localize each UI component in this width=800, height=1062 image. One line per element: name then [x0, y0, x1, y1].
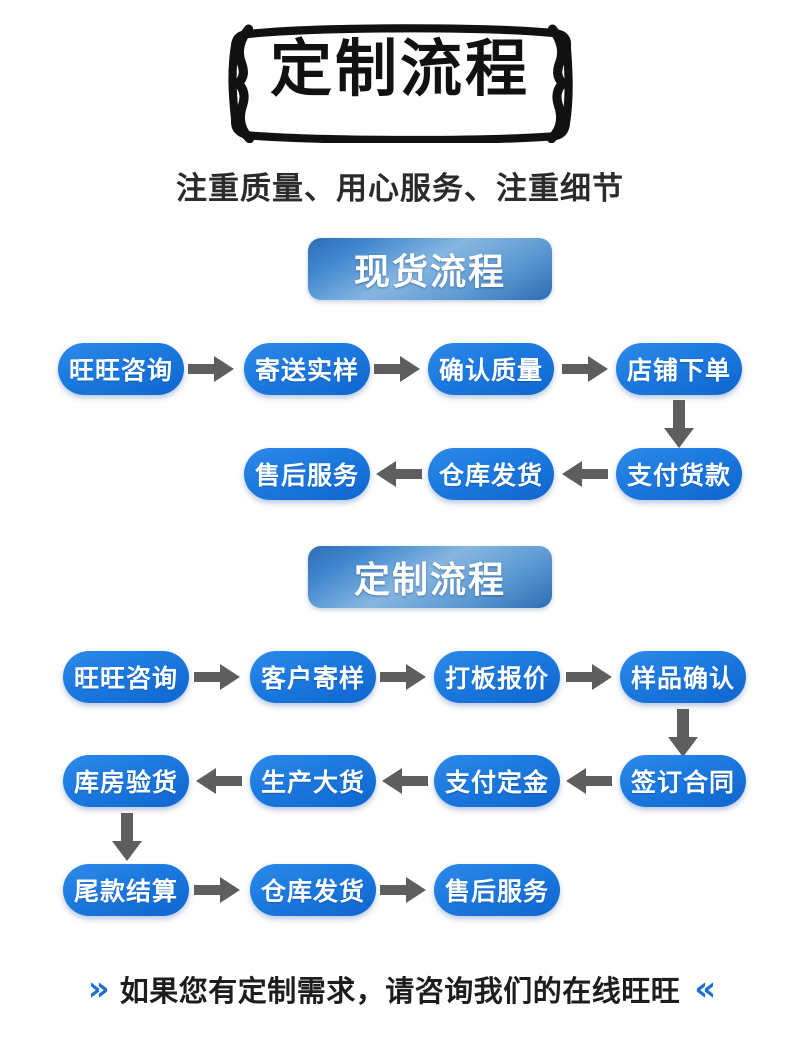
arrow-right-icon: [374, 356, 420, 382]
step-label: 客户寄样: [260, 664, 365, 693]
footer-text: 如果您有定制需求，请咨询我们的在线旺旺: [119, 974, 681, 1008]
step-label: 库房验货: [73, 768, 178, 797]
step-custom-10[interactable]: 仓库发货: [250, 864, 376, 916]
arrow-down-icon: [664, 400, 694, 448]
arrow-right-icon: [380, 877, 426, 903]
step-label: 支付货款: [626, 461, 731, 490]
section-header-spot: 现货流程: [308, 238, 552, 300]
arrow-down-icon: [112, 813, 142, 861]
step-label: 尾款结算: [73, 877, 178, 906]
arrow-right-icon: [380, 664, 426, 690]
step-custom-7[interactable]: 生产大货: [250, 755, 376, 807]
step-spot-5[interactable]: 支付货款: [616, 448, 742, 500]
step-custom-2[interactable]: 客户寄样: [250, 651, 376, 703]
step-custom-5[interactable]: 签订合同: [620, 755, 746, 807]
arrow-left-icon: [376, 461, 422, 487]
arrow-right-icon: [566, 664, 612, 690]
step-label: 打板报价: [444, 664, 549, 693]
step-spot-7[interactable]: 售后服务: [244, 448, 370, 500]
step-label: 支付定金: [444, 768, 549, 797]
arrow-left-icon: [382, 768, 428, 794]
page-title-frame: 定制流程: [226, 24, 574, 143]
step-label: 旺旺咨询: [73, 664, 178, 693]
page-subtitle: 注重质量、用心服务、注重细节: [176, 171, 624, 207]
section-header-custom: 定制流程: [308, 546, 552, 608]
arrow-left-icon: [566, 768, 612, 794]
step-spot-3[interactable]: 确认质量: [428, 343, 554, 395]
section-header-custom-label: 定制流程: [353, 560, 506, 601]
chevron-left-double-icon: «: [694, 969, 716, 1009]
step-label: 店铺下单: [626, 356, 731, 385]
page-title: 定制流程: [269, 32, 530, 105]
arrow-right-icon: [188, 356, 234, 382]
step-custom-9[interactable]: 尾款结算: [63, 864, 189, 916]
step-custom-8[interactable]: 库房验货: [63, 755, 189, 807]
page-title-area: 定制流程: [0, 24, 800, 143]
step-spot-6[interactable]: 仓库发货: [428, 448, 554, 500]
step-label: 仓库发货: [260, 877, 365, 906]
arrow-right-icon: [194, 664, 240, 690]
arrow-left-icon: [562, 461, 608, 487]
hand-drawn-border-icon: [228, 24, 573, 143]
chevron-right-double-icon: »: [87, 969, 110, 1009]
step-label: 售后服务: [444, 877, 549, 906]
step-label: 寄送实样: [254, 356, 359, 385]
step-custom-11[interactable]: 售后服务: [434, 864, 560, 916]
step-spot-2[interactable]: 寄送实样: [244, 343, 370, 395]
step-label: 生产大货: [260, 768, 365, 797]
step-label: 样品确认: [630, 664, 735, 693]
step-spot-1[interactable]: 旺旺咨询: [58, 343, 184, 395]
arrow-left-icon: [196, 768, 242, 794]
section-header-spot-label: 现货流程: [353, 252, 506, 293]
arrow-down-icon: [668, 709, 698, 757]
step-custom-3[interactable]: 打板报价: [434, 651, 560, 703]
step-label: 签订合同: [630, 768, 735, 797]
step-custom-1[interactable]: 旺旺咨询: [63, 651, 189, 703]
step-label: 仓库发货: [438, 461, 543, 490]
step-label: 售后服务: [254, 461, 359, 490]
step-custom-4[interactable]: 样品确认: [620, 651, 746, 703]
step-label: 确认质量: [438, 356, 543, 385]
step-spot-4[interactable]: 店铺下单: [616, 343, 742, 395]
step-label: 旺旺咨询: [68, 356, 173, 385]
arrow-right-icon: [562, 356, 608, 382]
step-custom-6[interactable]: 支付定金: [434, 755, 560, 807]
footer-cta: » 如果您有定制需求，请咨询我们的在线旺旺 «: [0, 968, 800, 1010]
arrow-right-icon: [194, 877, 240, 903]
